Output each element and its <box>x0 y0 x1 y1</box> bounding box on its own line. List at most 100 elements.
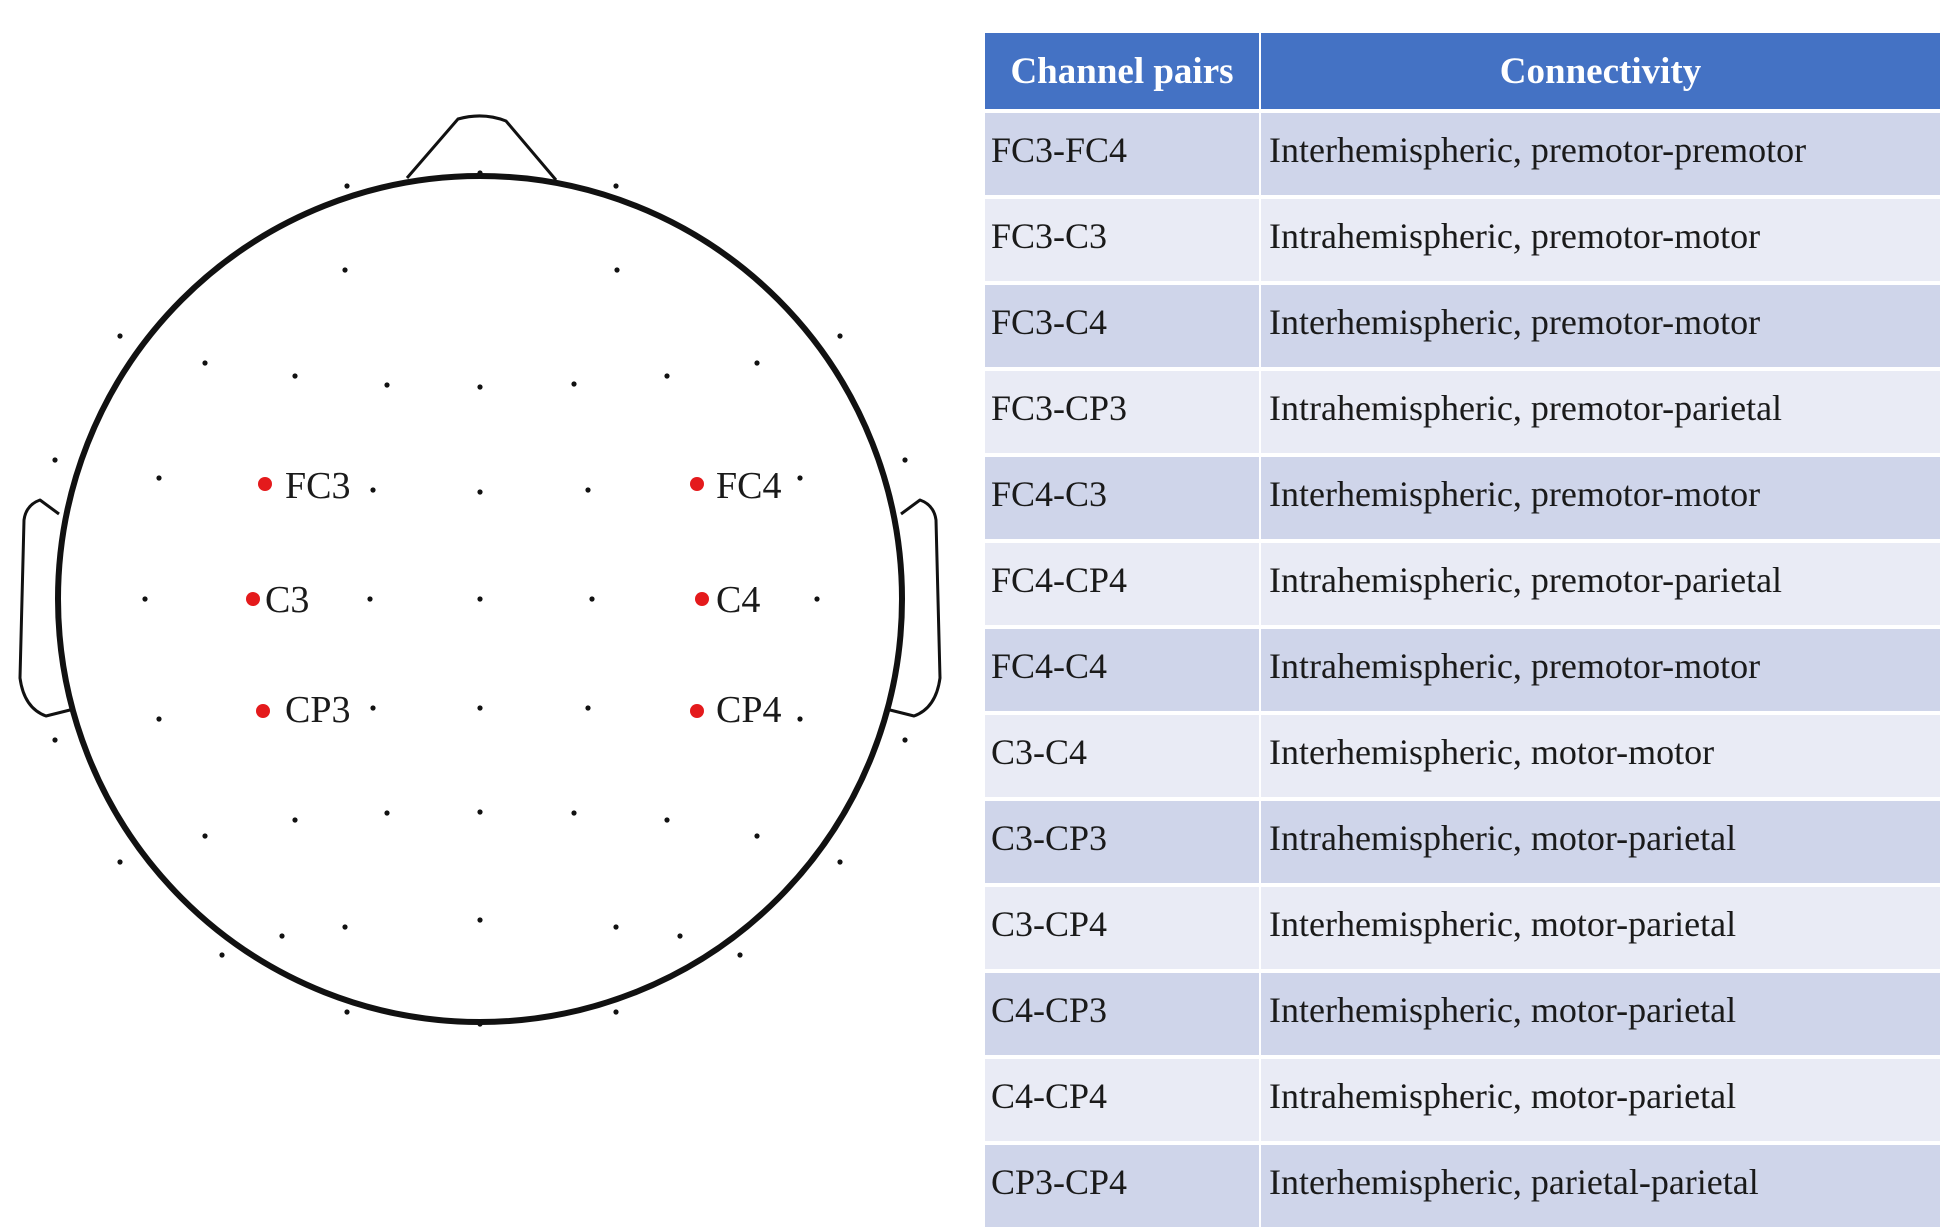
sensor-dot <box>202 833 208 839</box>
sensor-dot <box>344 183 350 189</box>
sensor-dot <box>797 475 803 481</box>
electrode-fc4-marker <box>690 477 704 491</box>
sensor-dot <box>344 1009 350 1015</box>
sensor-dot <box>156 475 162 481</box>
sensor-dot <box>142 596 148 602</box>
sensor-dot <box>902 737 908 743</box>
sensor-dot <box>477 809 483 815</box>
cell-connectivity: Intrahemispheric, premotor-parietal <box>1260 369 1940 457</box>
cell-channel-pair: FC4-CP4 <box>985 541 1261 629</box>
cell-connectivity: Intrahemispheric, premotor-motor <box>1260 197 1940 285</box>
cell-channel-pair: C4-CP3 <box>985 971 1261 1059</box>
sensor-dot <box>370 487 376 493</box>
cell-connectivity: Interhemispheric, premotor-premotor <box>1260 111 1940 199</box>
cell-connectivity: Interhemispheric, motor-parietal <box>1260 885 1940 973</box>
header-channel-pairs: Channel pairs <box>985 33 1261 113</box>
sensor-dot <box>117 859 123 865</box>
sensor-dot <box>384 382 390 388</box>
cell-channel-pair: FC3-C3 <box>985 197 1261 285</box>
sensor-dot <box>754 833 760 839</box>
electrode-cp3-label: CP3 <box>285 689 350 731</box>
header-connectivity: Connectivity <box>1260 33 1940 113</box>
sensor-dot <box>754 360 760 366</box>
cell-connectivity: Interhemispheric, premotor-motor <box>1260 455 1940 543</box>
sensor-dot <box>613 1009 619 1015</box>
electrode-c3-label: C3 <box>265 579 309 621</box>
sensor-dot <box>367 596 373 602</box>
electrode-fc3-marker <box>258 477 272 491</box>
sensor-dot <box>477 384 483 390</box>
sensor-dot <box>117 333 123 339</box>
electrode-fc4-label: FC4 <box>716 465 781 507</box>
sensor-dot <box>219 952 225 958</box>
sensor-dot <box>589 596 595 602</box>
sensor-dot <box>342 924 348 930</box>
electrode-cp3-marker <box>256 704 270 718</box>
sensor-dot <box>585 487 591 493</box>
electrode-c4-marker <box>695 592 709 606</box>
sensor-dot <box>292 817 298 823</box>
electrode-cp4-label: CP4 <box>716 689 781 731</box>
sensor-dot <box>677 933 683 939</box>
cell-connectivity: Interhemispheric, motor-motor <box>1260 713 1940 801</box>
cell-channel-pair: C4-CP4 <box>985 1057 1261 1145</box>
electrode-c4-label: C4 <box>716 579 760 621</box>
sensor-dot <box>477 917 483 923</box>
sensor-dot <box>52 737 58 743</box>
sensor-dot <box>571 810 577 816</box>
sensor-dot <box>585 705 591 711</box>
sensor-dot <box>477 705 483 711</box>
cell-channel-pair: FC3-CP3 <box>985 369 1261 457</box>
sensor-dot <box>202 360 208 366</box>
sensor-dot <box>902 457 908 463</box>
sensor-dot <box>370 705 376 711</box>
sensor-dot <box>477 1021 483 1027</box>
cell-connectivity: Interhemispheric, motor-parietal <box>1260 971 1940 1059</box>
sensor-dot <box>614 267 620 273</box>
sensor-dot <box>571 381 577 387</box>
cell-connectivity: Intrahemispheric, motor-parietal <box>1260 1057 1940 1145</box>
sensor-dot <box>156 716 162 722</box>
sensor-dots <box>52 170 908 1027</box>
left-ear-outline <box>18 498 71 718</box>
sensor-dot <box>664 373 670 379</box>
cell-channel-pair: C3-CP4 <box>985 885 1261 973</box>
sensor-dot <box>613 924 619 930</box>
cell-connectivity: Intrahemispheric, premotor-parietal <box>1260 541 1940 629</box>
cell-channel-pair: C3-CP3 <box>985 799 1261 887</box>
electrode-fc3-label: FC3 <box>285 465 350 507</box>
nose-outline <box>405 114 558 181</box>
cell-connectivity: Interhemispheric, premotor-motor <box>1260 283 1940 371</box>
cell-channel-pair: FC4-C3 <box>985 455 1261 543</box>
sensor-dot <box>384 810 390 816</box>
sensor-dot <box>613 183 619 189</box>
cell-channel-pair: FC4-C4 <box>985 627 1261 715</box>
cell-channel-pair: C3-C4 <box>985 713 1261 801</box>
cell-connectivity: Intrahemispheric, premotor-motor <box>1260 627 1940 715</box>
table-header-row: Channel pairs Connectivity <box>985 33 1940 113</box>
sensor-dot <box>342 267 348 273</box>
sensor-dot <box>837 333 843 339</box>
sensor-dot <box>814 596 820 602</box>
electrode-cp4-marker <box>690 704 704 718</box>
sensor-dot <box>477 170 483 176</box>
sensor-dot <box>737 952 743 958</box>
cell-channel-pair: FC3-FC4 <box>985 111 1261 199</box>
sensor-dot <box>477 596 483 602</box>
right-ear-outline <box>889 498 942 718</box>
sensor-dot <box>292 373 298 379</box>
cell-channel-pair: FC3-C4 <box>985 283 1261 371</box>
sensor-dot <box>837 859 843 865</box>
